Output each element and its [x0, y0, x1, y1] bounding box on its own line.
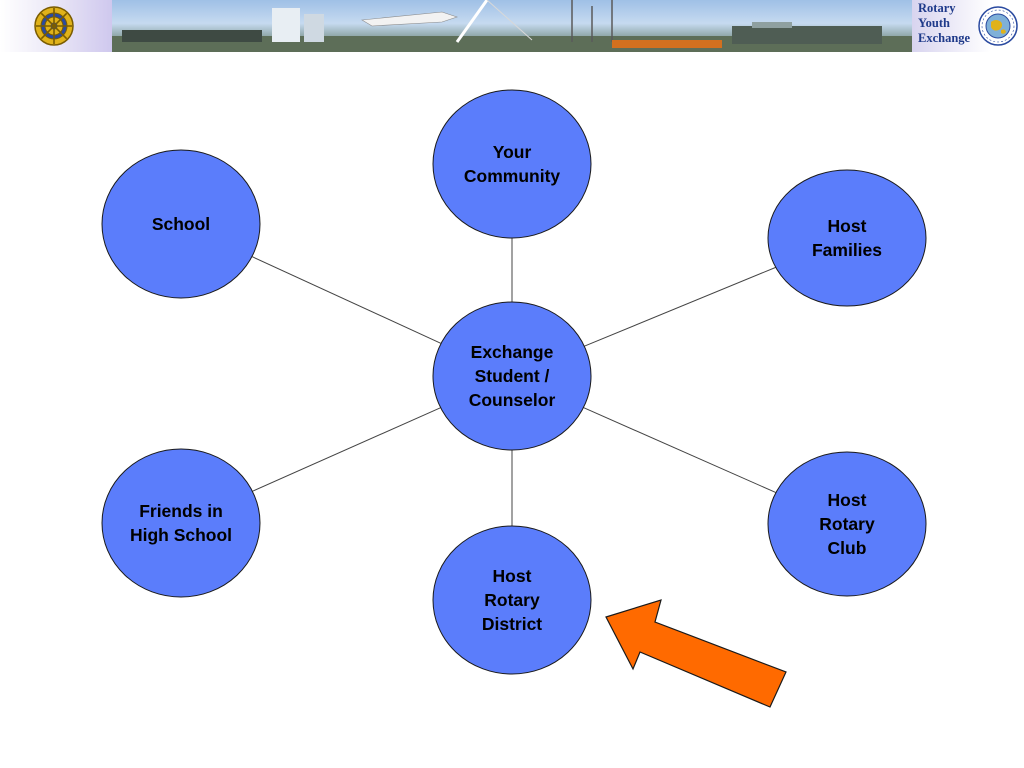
node-exchange-student-counselor-circle	[432, 301, 592, 451]
rotary-wheel-icon	[34, 6, 74, 46]
rye-title-line-3: Exchange	[918, 31, 971, 45]
rye-title-line-2: Youth	[918, 16, 950, 30]
node-exchange-student-counselor-label-line-3: Counselor	[469, 390, 556, 410]
node-host-rotary-club-label-line-3: Club	[828, 538, 867, 558]
node-friends-in-high-school-label-line-2: High School	[130, 525, 232, 545]
node-host-rotary-district-label-line-3: District	[482, 614, 542, 634]
rye-title-line-1: Rotary	[918, 1, 956, 15]
node-host-rotary-district-circle	[432, 525, 592, 675]
node-host-families-circle	[767, 169, 927, 307]
connector-school	[251, 256, 442, 344]
node-your-community-label-line-1: Your	[493, 142, 532, 162]
node-school-circle	[101, 149, 261, 299]
node-host-rotary-club-label-line-2: Rotary	[819, 514, 875, 534]
city-skyline-photo	[112, 0, 912, 52]
rotary-youth-exchange-panel: Rotary Youth Exchange	[912, 0, 1024, 52]
connector-lines	[251, 238, 777, 526]
node-your-community-label-line-2: Community	[464, 166, 561, 186]
node-host-families-label-line-2: Families	[812, 240, 882, 260]
node-school-label-line-1: School	[152, 214, 210, 234]
header-banner: Rotary Youth Exchange	[0, 0, 1024, 52]
node-friends-in-high-school-circle	[101, 448, 261, 598]
node-exchange-student-counselor-label-line-2: Student /	[475, 366, 550, 386]
rotary-logo-panel	[0, 0, 112, 52]
node-your-community-circle	[432, 89, 592, 239]
rye-title: Rotary Youth Exchange	[918, 1, 970, 46]
connector-host-families	[584, 266, 776, 347]
node-host-rotary-district-label-line-1: Host	[493, 566, 532, 586]
youth-exchange-globe-icon	[978, 6, 1018, 46]
node-host-rotary-district-label-line-2: Rotary	[484, 590, 540, 610]
connector-friends-in-high-school	[252, 407, 441, 492]
node-host-rotary-club-circle	[767, 451, 927, 597]
connector-host-rotary-club	[583, 407, 777, 494]
node-host-rotary-club-label-line-1: Host	[828, 490, 867, 510]
node-friends-in-high-school: Friends in High School	[101, 448, 261, 598]
pointer-arrow	[605, 599, 787, 708]
node-friends-in-high-school-label-line-1: Friends in	[139, 501, 223, 521]
node-host-families-label-line-1: Host	[828, 216, 867, 236]
node-school: School	[101, 149, 261, 299]
node-exchange-student-counselor-label-line-1: Exchange	[471, 342, 554, 362]
